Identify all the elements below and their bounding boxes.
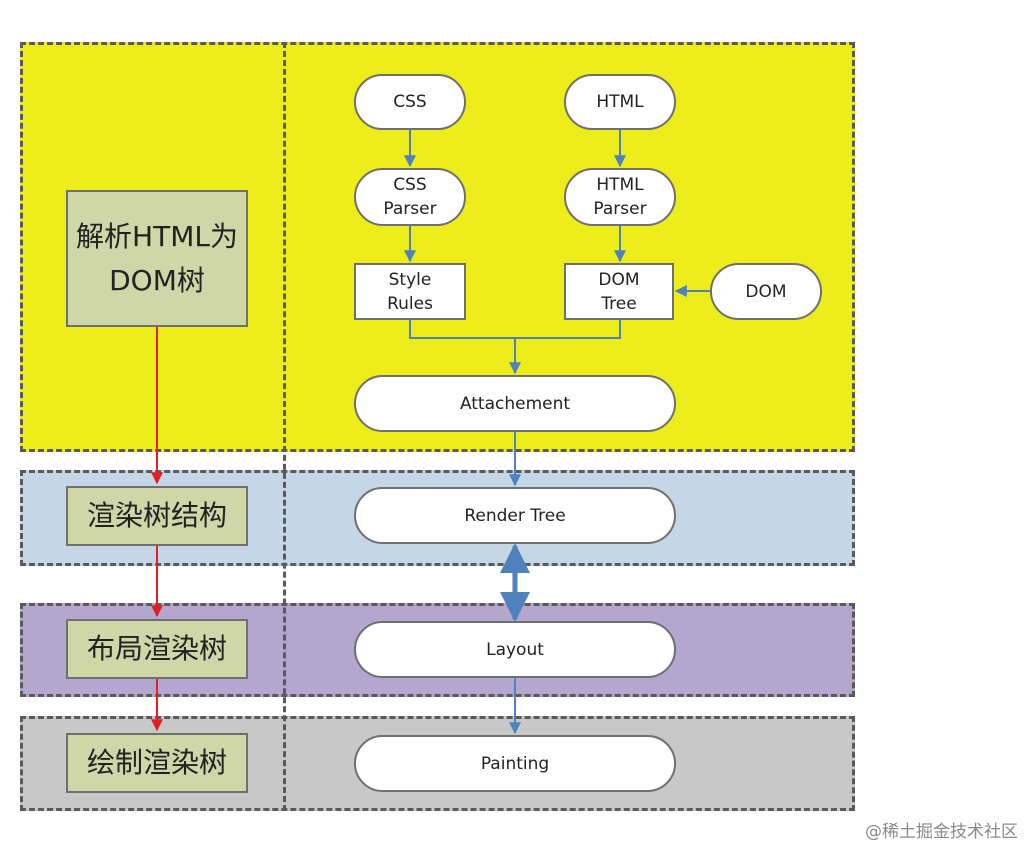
- layout-node: Layout: [354, 621, 676, 678]
- style-rules-line-1: Style: [388, 269, 432, 290]
- html-parser-node: HTML Parser: [564, 168, 676, 226]
- html-parser-line-2: Parser: [593, 199, 647, 219]
- render-tree-node: Render Tree: [354, 487, 676, 544]
- stage-render-tree-construction: 渲染树结构: [66, 486, 248, 546]
- watermark: @稀土掘金技术社区: [865, 822, 1018, 842]
- css-node: CSS: [354, 74, 466, 130]
- dom-tree-line-1: DOM: [598, 269, 640, 290]
- html-parser-line-1: HTML: [596, 175, 644, 195]
- style-rules-node: Style Rules: [354, 263, 466, 320]
- css-parser-line-1: CSS: [393, 175, 427, 195]
- connector-domtree-to-attachement: [515, 320, 621, 339]
- dom-tree-line-2: Tree: [601, 293, 637, 314]
- connector-rules-to-attachement: [409, 320, 515, 339]
- painting-node: Painting: [354, 735, 676, 792]
- dom-tree-node: DOM Tree: [564, 263, 674, 320]
- dom-node: DOM: [710, 263, 822, 320]
- stage-layout-render-tree: 布局渲染树: [66, 619, 248, 679]
- column-divider: [283, 42, 286, 811]
- style-rules-line-2: Rules: [387, 293, 433, 314]
- html-node: HTML: [564, 74, 676, 130]
- attachement-node: Attachement: [354, 375, 676, 432]
- css-parser-node: CSS Parser: [354, 168, 466, 226]
- stage-parse-html-to-dom: 解析HTML为DOM树: [66, 190, 248, 327]
- css-parser-line-2: Parser: [383, 199, 437, 219]
- stage-paint-render-tree: 绘制渲染树: [66, 733, 248, 793]
